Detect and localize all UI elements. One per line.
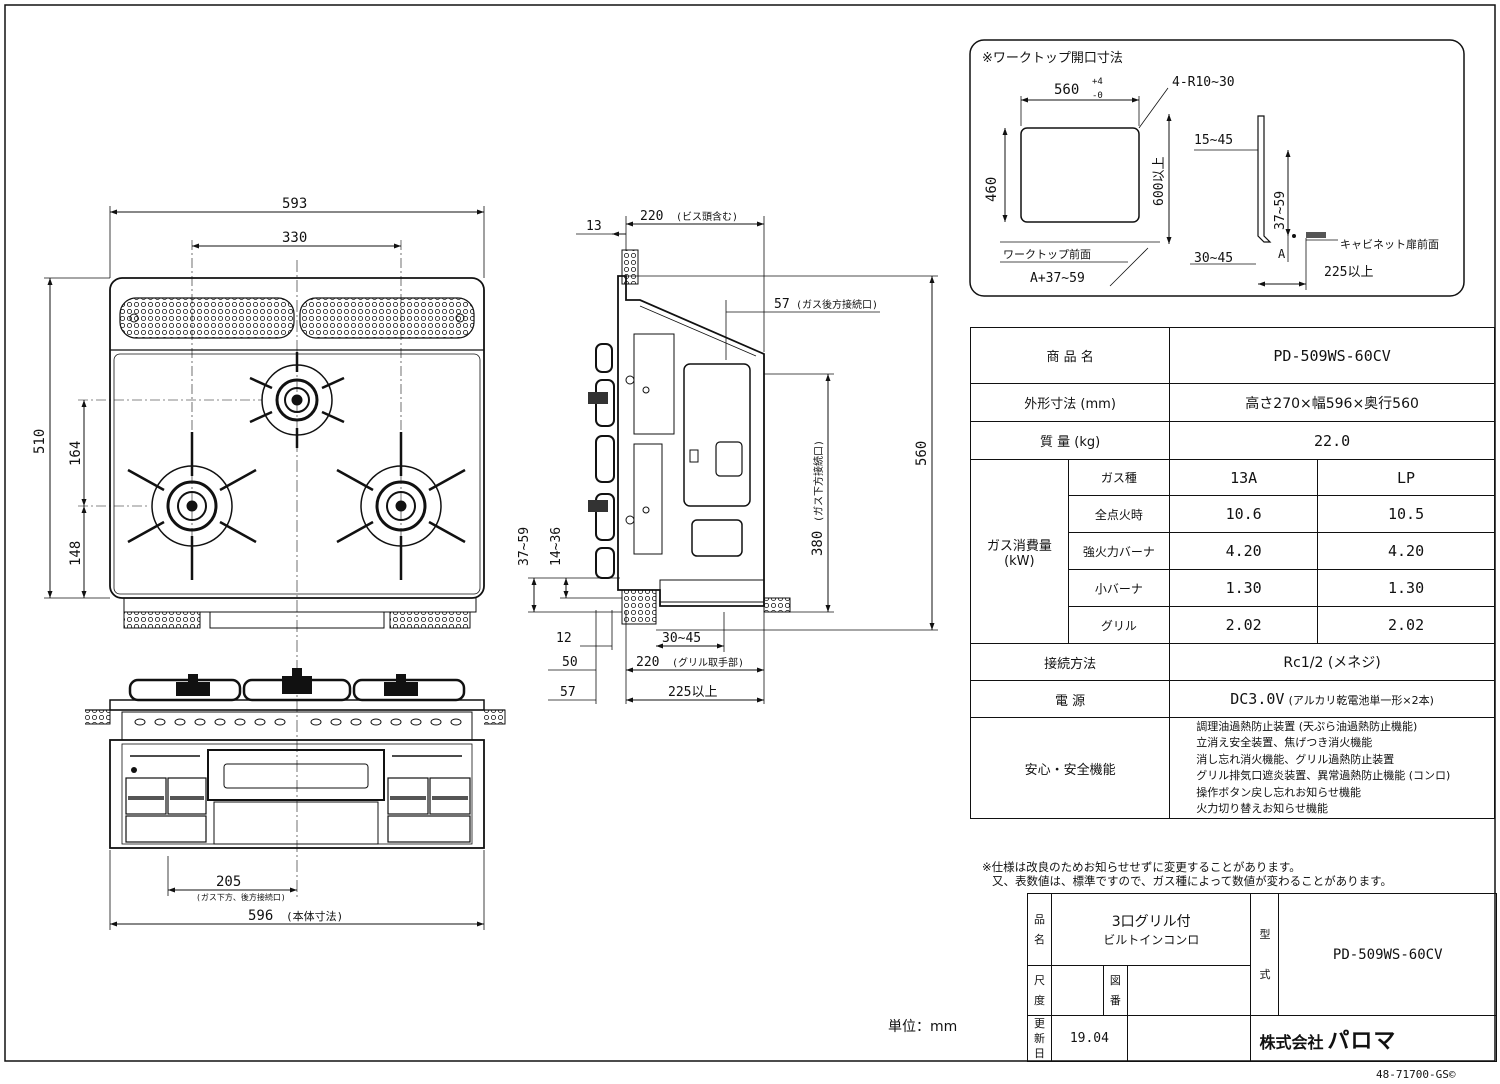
svg-text:(ビス頭含む): (ビス頭含む) bbox=[676, 210, 738, 223]
safety-features: 調理油過熱防止装置 (天ぷら油過熱防止機能) 立消え安全装置、焦げつき消火機能 … bbox=[1169, 717, 1495, 819]
svg-text:(グリル取手部): (グリル取手部) bbox=[672, 656, 744, 669]
grill-door bbox=[207, 749, 385, 801]
front-view: 205 (ガス下方、後方接続口) 596 (本体寸法) bbox=[85, 668, 506, 930]
svg-text:600以上: 600以上 bbox=[1152, 157, 1167, 206]
opening-title: ※ワークトップ開口寸法 bbox=[982, 51, 1123, 66]
svg-text:50: 50 bbox=[562, 655, 578, 670]
spec-notes: ※仕様は改良のためお知らせせずに変更することがあります。 又、表数値は、標準です… bbox=[982, 860, 1392, 888]
svg-text:-0: -0 bbox=[1092, 91, 1103, 101]
corner-radius-label: 4-R10~30 bbox=[1172, 75, 1235, 90]
front-panel bbox=[109, 739, 485, 849]
burner-rear bbox=[249, 352, 345, 448]
burner-right bbox=[336, 432, 466, 580]
opening-dimension-panel: 560 +4 -0 4-R10~30 460 600以上 ワークトップ前面 A+… bbox=[969, 39, 1465, 297]
top-view: 593 330 bbox=[32, 196, 485, 900]
consumption-label: ガス消費量(kW) bbox=[970, 459, 1069, 644]
svg-text:13: 13 bbox=[586, 219, 602, 234]
svg-text:(ガス後方接続口): (ガス後方接続口) bbox=[796, 298, 878, 311]
revision-date: 19.04 bbox=[1050, 1015, 1128, 1062]
spec-table: 商 品 名 PD-509WS-60CV 外形寸法 (mm) 高さ270×幅596… bbox=[969, 327, 1495, 819]
svg-text:A: A bbox=[1278, 247, 1286, 261]
product-name: 3口グリル付 ビルトインコンロ bbox=[1050, 893, 1252, 966]
svg-text:205: 205 bbox=[216, 874, 241, 890]
svg-text:57: 57 bbox=[560, 685, 576, 700]
sheet-border bbox=[4, 4, 1496, 1062]
grill-vent-right bbox=[299, 297, 475, 339]
svg-text:+4: +4 bbox=[1092, 77, 1103, 87]
svg-text:164: 164 bbox=[68, 441, 84, 466]
svg-text:37~59: 37~59 bbox=[1273, 191, 1288, 230]
unit-label: 単位：mm bbox=[888, 1019, 958, 1035]
svg-text:ワークトップ前面: ワークトップ前面 bbox=[1003, 247, 1091, 261]
width-596-label: 596 bbox=[248, 908, 273, 924]
svg-text:14~36: 14~36 bbox=[549, 527, 564, 566]
svg-text:220: 220 bbox=[636, 655, 659, 670]
product-label: 商 品 名 bbox=[969, 327, 1171, 384]
svg-text:(ガス下方、後方接続口): (ガス下方、後方接続口) bbox=[196, 892, 286, 902]
width-330-label: 330 bbox=[282, 230, 307, 246]
model-number: PD-509WS-60CV bbox=[1278, 893, 1497, 1016]
width-593-label: 593 bbox=[282, 196, 307, 212]
burner-left bbox=[127, 432, 257, 580]
svg-text:12: 12 bbox=[556, 631, 572, 646]
opening-width-label: 560 bbox=[1054, 82, 1079, 98]
side-body-outline bbox=[617, 275, 765, 607]
svg-text:A+37~59: A+37~59 bbox=[1030, 271, 1085, 286]
document-number: 48-71700-GS© bbox=[1376, 1068, 1456, 1081]
product-value: PD-509WS-60CV bbox=[1169, 327, 1495, 384]
depth-560-label: 560 bbox=[914, 441, 930, 466]
svg-text:30~45: 30~45 bbox=[1194, 251, 1233, 266]
svg-text:225以上: 225以上 bbox=[668, 685, 717, 700]
opening-depth-label: 460 bbox=[984, 177, 1000, 202]
grill-vent-left bbox=[119, 297, 295, 339]
depth-510-label: 510 bbox=[32, 429, 48, 454]
title-block: 品名 3口グリル付 ビルトインコンロ 型式 PD-509WS-60CV 尺度 図… bbox=[1027, 893, 1497, 1062]
svg-text:225以上: 225以上 bbox=[1324, 265, 1373, 280]
svg-text:380: 380 bbox=[810, 531, 826, 556]
svg-text:148: 148 bbox=[68, 541, 84, 566]
company-logo: 株式会社 パロマ bbox=[1250, 1015, 1497, 1062]
opening-rect bbox=[1020, 127, 1140, 223]
svg-text:15~45: 15~45 bbox=[1194, 133, 1233, 148]
side-view: 13 220 (ビス頭含む) 57 (ガス後方接続口) bbox=[517, 209, 938, 704]
svg-text:(本体寸法): (本体寸法) bbox=[286, 909, 343, 923]
svg-text:220: 220 bbox=[640, 209, 663, 224]
svg-text:30~45: 30~45 bbox=[662, 631, 701, 646]
svg-text:57: 57 bbox=[774, 297, 790, 312]
svg-text:37~59: 37~59 bbox=[517, 527, 532, 566]
svg-text:キャビネット扉前面: キャビネット扉前面 bbox=[1340, 237, 1439, 251]
svg-text:(ガス下方接続口): (ガス下方接続口) bbox=[812, 440, 825, 522]
